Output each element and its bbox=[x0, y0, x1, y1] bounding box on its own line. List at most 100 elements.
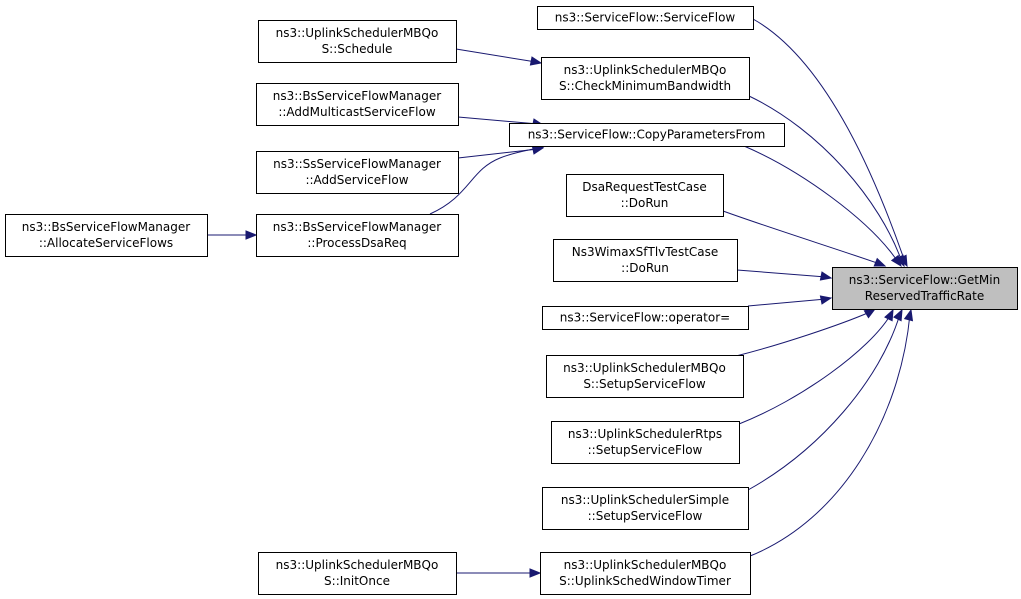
edge-line bbox=[747, 298, 827, 307]
node-label: ns3::ServiceFlow::CopyParametersFrom bbox=[528, 128, 766, 142]
node-target: ns3::ServiceFlow::GetMinReservedTrafficR… bbox=[832, 267, 1018, 310]
node-label: ReservedTrafficRate bbox=[865, 289, 984, 303]
edge-line bbox=[455, 48, 537, 63]
node-label: ::AddMulticastServiceFlow bbox=[278, 105, 435, 119]
node-box bbox=[566, 174, 724, 217]
node-box bbox=[258, 20, 457, 63]
arrowhead-icon bbox=[893, 308, 903, 322]
node-box bbox=[256, 214, 459, 257]
edge-window_timer-to-target bbox=[749, 308, 914, 557]
node-op-assign[interactable]: ns3::ServiceFlow::operator= bbox=[542, 306, 749, 330]
node-box bbox=[537, 6, 754, 30]
node-label: ns3::ServiceFlow::GetMin bbox=[849, 273, 1000, 287]
node-bs-process-dsa[interactable]: ns3::BsServiceFlowManager::ProcessDsaReq bbox=[256, 214, 459, 257]
edge-op_assign-to-target bbox=[747, 295, 833, 307]
node-box bbox=[258, 552, 457, 595]
node-label: S::InitOnce bbox=[324, 574, 390, 588]
edge-bs_allocate-to-bs_process_dsa bbox=[207, 230, 258, 240]
arrowhead-icon bbox=[873, 257, 887, 267]
node-box bbox=[541, 57, 750, 100]
node-label: ns3::UplinkSchedulerRtps bbox=[568, 427, 722, 441]
edge-line bbox=[749, 313, 911, 557]
node-simple-setup[interactable]: ns3::UplinkSchedulerSimple::SetupService… bbox=[542, 487, 749, 530]
node-label: Ns3WimaxSfTlvTestCase bbox=[572, 245, 719, 259]
edge-line bbox=[736, 269, 827, 278]
edge-line bbox=[738, 313, 892, 425]
node-sf-ctor[interactable]: ns3::ServiceFlow::ServiceFlow bbox=[537, 6, 754, 30]
node-label: ns3::UplinkSchedulerMBQo bbox=[564, 63, 727, 77]
node-label: ns3::UplinkSchedulerMBQo bbox=[563, 361, 726, 375]
node-label: ns3::UplinkSchedulerMBQo bbox=[564, 558, 727, 572]
node-box bbox=[540, 552, 751, 595]
arrowhead-icon bbox=[903, 308, 914, 322]
arrowhead-icon bbox=[819, 295, 833, 305]
edge-ss_add_sf-to-copy_params bbox=[457, 145, 545, 159]
node-window-timer[interactable]: ns3::UplinkSchedulerMBQoS::UplinkSchedWi… bbox=[540, 552, 751, 595]
node-label: ns3::BsServiceFlowManager bbox=[273, 220, 441, 234]
node-box bbox=[542, 306, 749, 330]
edge-line bbox=[722, 210, 881, 265]
arrowhead-icon bbox=[819, 271, 833, 281]
node-label: ::ProcessDsaReq bbox=[307, 236, 406, 250]
node-label: ns3::ServiceFlow::operator= bbox=[560, 311, 730, 325]
arrowhead-icon bbox=[529, 56, 543, 66]
arrowhead-icon bbox=[245, 230, 258, 240]
edge-line bbox=[752, 18, 906, 263]
node-box bbox=[551, 421, 740, 464]
edge-line bbox=[457, 116, 539, 125]
edge-line bbox=[735, 311, 871, 357]
node-label: S::Schedule bbox=[322, 42, 393, 56]
edge-line bbox=[748, 95, 903, 263]
edge-mbqos_init-to-window_timer bbox=[456, 568, 542, 578]
node-wimax-tlv[interactable]: Ns3WimaxSfTlvTestCase::DoRun bbox=[553, 239, 738, 282]
edge-line bbox=[743, 145, 899, 263]
node-label: ::AllocateServiceFlows bbox=[39, 236, 173, 250]
node-label: ns3::SsServiceFlowManager bbox=[273, 157, 441, 171]
edge-wimax_tlv-to-target bbox=[736, 269, 833, 281]
node-label: ns3::BsServiceFlowManager bbox=[273, 89, 441, 103]
node-label: S::UplinkSchedWindowTimer bbox=[559, 574, 731, 588]
node-box bbox=[553, 239, 738, 282]
node-check-min-bw[interactable]: ns3::UplinkSchedulerMBQoS::CheckMinimumB… bbox=[541, 57, 750, 100]
node-dsa-request[interactable]: DsaRequestTestCase::DoRun bbox=[566, 174, 724, 217]
arrowhead-icon bbox=[863, 308, 877, 319]
node-bs-add-multicast[interactable]: ns3::BsServiceFlowManager::AddMulticastS… bbox=[256, 83, 459, 126]
edge-line bbox=[747, 313, 901, 491]
node-label: ::SetupServiceFlow bbox=[588, 509, 703, 523]
node-rtps-setup[interactable]: ns3::UplinkSchedulerRtps::SetupServiceFl… bbox=[551, 421, 740, 464]
node-label: ns3::BsServiceFlowManager bbox=[22, 220, 190, 234]
edge-rtps_setup-to-target bbox=[738, 308, 894, 425]
node-box bbox=[256, 151, 459, 194]
node-bs-allocate[interactable]: ns3::BsServiceFlowManager::AllocateServi… bbox=[5, 214, 208, 257]
node-ss-add-sf[interactable]: ns3::SsServiceFlowManager::AddServiceFlo… bbox=[256, 151, 459, 194]
node-label: S::SetupServiceFlow bbox=[583, 377, 706, 391]
node-label: ns3::ServiceFlow::ServiceFlow bbox=[555, 11, 736, 25]
edge-copy_params-to-target bbox=[743, 145, 902, 268]
node-label: S::CheckMinimumBandwidth bbox=[559, 79, 731, 93]
edge-mbqos_setup-to-target bbox=[735, 308, 877, 357]
node-box bbox=[832, 267, 1018, 310]
edge-line bbox=[429, 147, 539, 215]
nodes: ns3::ServiceFlow::GetMinReservedTrafficR… bbox=[5, 6, 1018, 595]
arrowhead-icon bbox=[890, 254, 902, 268]
node-copy-params[interactable]: ns3::ServiceFlow::CopyParametersFrom bbox=[509, 123, 785, 147]
edge-simple_setup-to-target bbox=[747, 308, 903, 491]
node-label: ns3::UplinkSchedulerMBQo bbox=[276, 558, 439, 572]
node-label: ::DoRun bbox=[621, 196, 669, 210]
node-box bbox=[256, 83, 459, 126]
edge-dsa_request-to-target bbox=[722, 210, 887, 267]
node-mbqos-setup[interactable]: ns3::UplinkSchedulerMBQoS::SetupServiceF… bbox=[546, 355, 744, 398]
node-label: ::SetupServiceFlow bbox=[588, 443, 703, 457]
node-box bbox=[509, 123, 785, 147]
node-label: ::DoRun bbox=[621, 261, 669, 275]
arrowhead-icon bbox=[884, 308, 894, 322]
node-label: DsaRequestTestCase bbox=[582, 180, 707, 194]
node-box bbox=[542, 487, 749, 530]
edge-mbqos_schedule-to-check_min_bw bbox=[455, 48, 543, 66]
node-label: ns3::UplinkSchedulerSimple bbox=[561, 493, 729, 507]
arrowhead-icon bbox=[529, 568, 542, 578]
node-box bbox=[5, 214, 208, 257]
